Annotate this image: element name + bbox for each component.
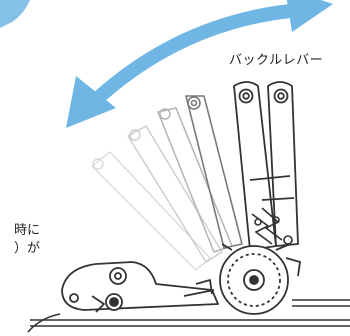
ratchet-gear-icon xyxy=(219,243,302,315)
buckle-lever-icon xyxy=(233,81,299,251)
buckle-base xyxy=(61,261,219,313)
double-arrow-icon xyxy=(66,0,333,128)
buckle-lever-label: バックルレバー xyxy=(229,53,324,68)
ghost-lever-positions xyxy=(91,95,243,271)
caption-line-2: ）が xyxy=(13,241,40,256)
caption-line-1: 時に xyxy=(13,223,40,238)
strap-rails xyxy=(27,299,350,333)
corner-shape xyxy=(0,0,30,28)
